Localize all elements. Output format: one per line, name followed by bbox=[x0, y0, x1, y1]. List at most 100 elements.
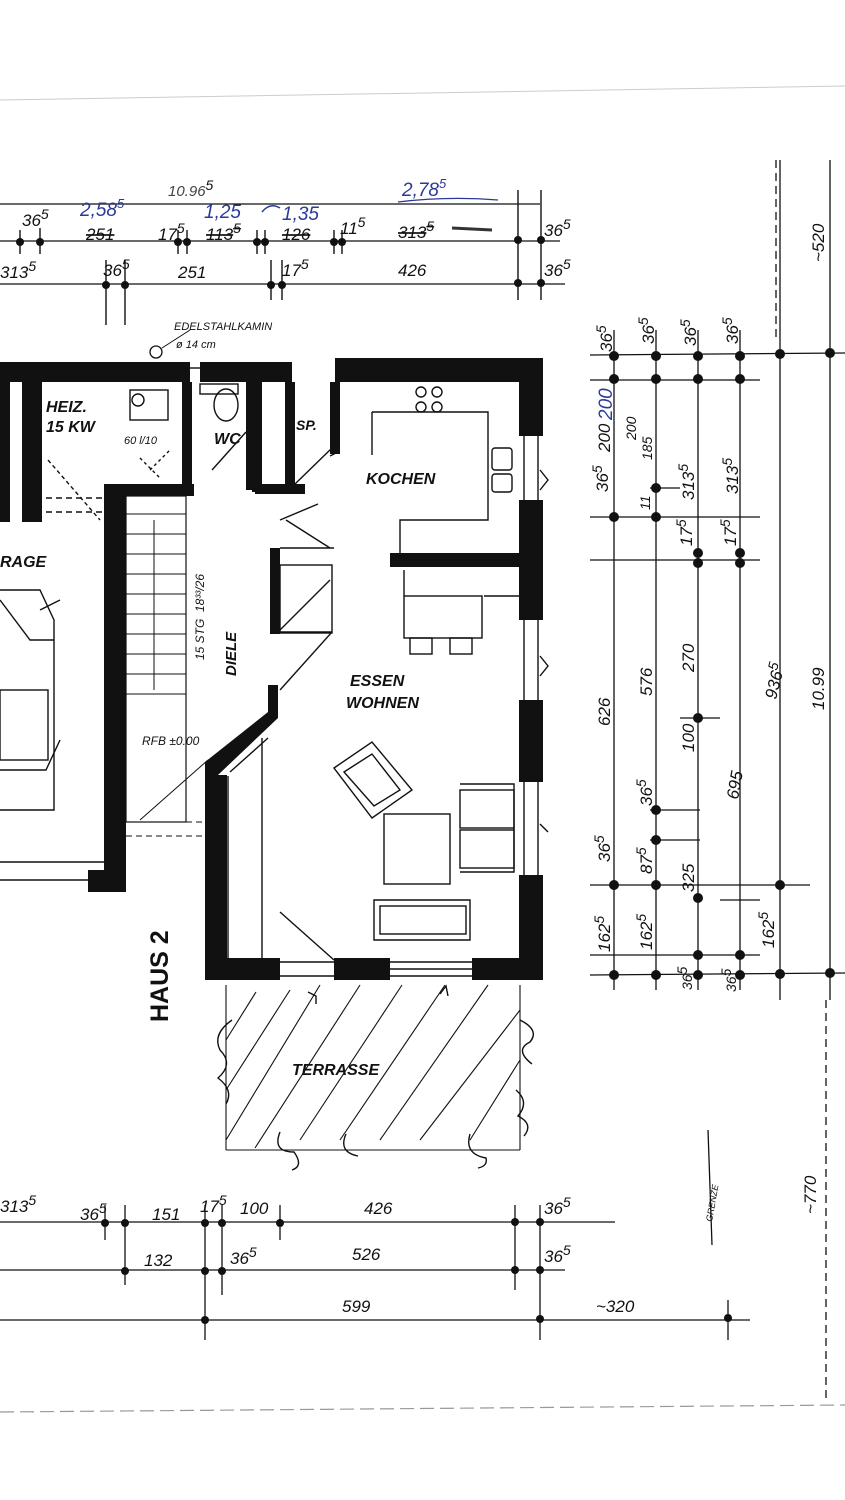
room-labels: HEIZ. 15 KW 60 l/10 WC SP. KOCHEN RAGE E… bbox=[0, 399, 721, 1222]
svg-text:365: 365 bbox=[230, 1244, 257, 1268]
svg-text:200: 200 bbox=[595, 423, 614, 453]
sp-label: SP. bbox=[296, 417, 317, 433]
svg-text:1625: 1625 bbox=[755, 912, 778, 948]
svg-text:3135: 3135 bbox=[0, 1192, 36, 1216]
svg-text:115: 115 bbox=[340, 214, 366, 238]
svg-text:10.965: 10.965 bbox=[168, 177, 214, 200]
svg-text:365: 365 bbox=[544, 1194, 571, 1218]
svg-text:875: 875 bbox=[633, 847, 656, 874]
diele-label: DIELE bbox=[223, 631, 240, 676]
svg-text:~520: ~520 bbox=[809, 223, 828, 262]
bottom-dimension-lines bbox=[0, 160, 827, 1400]
svg-text:426: 426 bbox=[398, 261, 427, 280]
rfb-label: RFB ±0.00 bbox=[142, 734, 200, 748]
svg-text:1625: 1625 bbox=[633, 914, 656, 950]
openings bbox=[0, 367, 539, 977]
svg-text:126: 126 bbox=[282, 225, 311, 244]
essen-label: ESSEN bbox=[350, 673, 405, 690]
terrasse bbox=[216, 984, 534, 1171]
svg-text:9365: 9365 bbox=[758, 660, 789, 701]
svg-text:175: 175 bbox=[673, 519, 696, 546]
svg-text:626: 626 bbox=[595, 697, 614, 726]
svg-text:3135: 3135 bbox=[398, 218, 434, 242]
svg-text:365: 365 bbox=[22, 206, 49, 230]
svg-text:3135: 3135 bbox=[0, 258, 36, 282]
svg-text:325: 325 bbox=[679, 863, 698, 892]
svg-text:200: 200 bbox=[596, 388, 617, 421]
svg-text:EDELSTAHLKAMIN: EDELSTAHLKAMIN bbox=[174, 321, 272, 333]
bottom-dims-labels: 3135 365 151 175 100 426 365 132 365 526… bbox=[0, 1192, 635, 1316]
svg-text:365: 365 bbox=[674, 966, 695, 990]
top-dimension-lines bbox=[0, 190, 565, 325]
right-dimension-lines bbox=[589, 160, 845, 1000]
svg-text:599: 599 bbox=[342, 1297, 371, 1316]
garage-label: RAGE bbox=[0, 554, 48, 571]
window-swings bbox=[307, 469, 549, 1004]
haus-label: HAUS 2 bbox=[146, 930, 174, 1022]
svg-text:251: 251 bbox=[177, 263, 206, 282]
svg-text:576: 576 bbox=[637, 667, 656, 696]
svg-text:3135: 3135 bbox=[675, 464, 698, 500]
svg-text:1135: 1135 bbox=[206, 220, 241, 244]
top-dims-row1: 365 251 175 1135 126 115 3135 365 bbox=[22, 206, 571, 244]
svg-text:365: 365 bbox=[677, 319, 700, 346]
fixtures bbox=[46, 383, 519, 961]
svg-text:175: 175 bbox=[717, 519, 740, 546]
svg-text:365: 365 bbox=[719, 317, 742, 344]
walls bbox=[0, 358, 543, 980]
svg-text:185: 185 bbox=[639, 436, 655, 460]
top-dims-row2: 3135 365 251 175 426 365 bbox=[0, 256, 571, 282]
svg-text:365: 365 bbox=[633, 779, 656, 806]
svg-text:151: 151 bbox=[152, 1205, 180, 1224]
svg-text:100: 100 bbox=[240, 1199, 269, 1218]
svg-text:3135: 3135 bbox=[719, 458, 742, 494]
terrasse-label: TERRASSE bbox=[292, 1062, 380, 1079]
svg-text:365: 365 bbox=[591, 835, 614, 862]
svg-text:365: 365 bbox=[589, 465, 612, 492]
garage-car bbox=[0, 589, 61, 811]
svg-text:365: 365 bbox=[593, 325, 616, 352]
svg-text:200: 200 bbox=[623, 416, 639, 441]
svg-text:10.99: 10.99 bbox=[809, 667, 828, 710]
svg-text:365: 365 bbox=[80, 1200, 107, 1224]
svg-text:365: 365 bbox=[103, 256, 130, 280]
svg-text:~770: ~770 bbox=[801, 1175, 820, 1214]
grenze-label: GRENZE bbox=[704, 1183, 721, 1223]
svg-text:1,35: 1,35 bbox=[282, 204, 319, 225]
svg-text:365: 365 bbox=[635, 317, 658, 344]
wohnen-label: WOHNEN bbox=[346, 695, 419, 712]
svg-text:2,585: 2,585 bbox=[79, 196, 125, 221]
stairs-label: 15 STG bbox=[193, 619, 207, 660]
svg-text:426: 426 bbox=[364, 1199, 393, 1218]
svg-text:365: 365 bbox=[544, 216, 571, 240]
wc-label: WC bbox=[214, 431, 241, 448]
svg-text:100: 100 bbox=[679, 723, 698, 752]
svg-text:365: 365 bbox=[718, 968, 739, 992]
svg-text:1,25: 1,25 bbox=[204, 202, 241, 223]
svg-text:365: 365 bbox=[544, 1242, 571, 1266]
staircase bbox=[125, 495, 210, 837]
svg-text:365: 365 bbox=[544, 256, 571, 280]
blue-annotations: 10.965 2,585 1,25 1,35 2,785 bbox=[79, 176, 499, 225]
right-dims-labels: 365 365 365 365 365 200 200 200 185 11 3… bbox=[589, 223, 828, 1214]
svg-text:2,785: 2,785 bbox=[401, 176, 447, 201]
svg-text:695: 695 bbox=[723, 769, 747, 801]
heiz-kw-label: 15 KW bbox=[46, 419, 97, 436]
svg-text:132: 132 bbox=[144, 1251, 173, 1270]
kochen-label: KOCHEN bbox=[366, 471, 436, 488]
boiler-label: 60 l/10 bbox=[124, 435, 158, 447]
svg-text:ø 14 cm: ø 14 cm bbox=[176, 339, 216, 351]
svg-text:526: 526 bbox=[352, 1245, 381, 1264]
heiz-label: HEIZ. bbox=[46, 399, 87, 416]
svg-text:~320: ~320 bbox=[596, 1297, 635, 1316]
svg-text:175: 175 bbox=[158, 220, 185, 244]
svg-text:1625: 1625 bbox=[591, 916, 614, 952]
chimney: EDELSTAHLKAMIN ø 14 cm bbox=[149, 321, 272, 359]
svg-text:175: 175 bbox=[282, 256, 309, 280]
svg-text:175: 175 bbox=[200, 1192, 227, 1216]
svg-text:270: 270 bbox=[679, 643, 698, 673]
svg-text:11: 11 bbox=[637, 495, 653, 510]
svg-text:251: 251 bbox=[85, 225, 114, 244]
stairs-ratio: 18³³/26 bbox=[193, 574, 207, 612]
